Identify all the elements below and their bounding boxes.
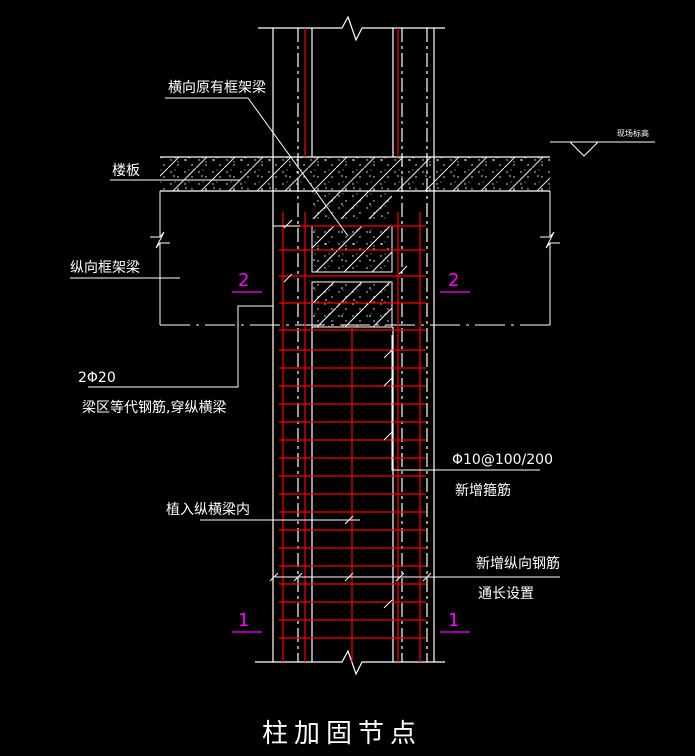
label-stirrup-spec: Φ10@100/200 <box>452 452 553 468</box>
section-mark-lower-left: 1 <box>238 610 249 631</box>
label-transverse-beam: 横向原有框架梁 <box>168 80 266 96</box>
label-long-bar-line2: 通长设置 <box>478 586 534 602</box>
label-floor-slab: 楼板 <box>112 163 140 179</box>
section-mark-lower-right: 1 <box>448 610 459 631</box>
section-mark-upper-right: 2 <box>448 270 459 291</box>
elevation-mark <box>550 141 655 157</box>
tick-marks <box>269 219 432 609</box>
new-longitudinal-rebar <box>282 28 421 662</box>
column-outline <box>272 28 435 662</box>
label-elevation: 现场标高 <box>617 128 649 138</box>
floor-slab <box>160 156 550 192</box>
break-lines <box>255 15 445 676</box>
label-rebar-desc: 梁区等代钢筋,穿纵横梁 <box>82 399 226 416</box>
leader-lines <box>70 97 560 578</box>
label-longitudinal-beam: 纵向框架梁 <box>70 260 140 276</box>
section-mark-upper-left: 2 <box>238 270 249 291</box>
section-marks <box>232 291 470 633</box>
label-stirrup-desc: 新增箍筋 <box>455 482 511 499</box>
label-rebar-spec: 2Φ20 <box>78 370 116 386</box>
transverse-beam-blocks <box>311 191 393 328</box>
label-long-bar-line1: 新增纵向钢筋 <box>476 555 560 572</box>
label-plant-note: 植入纵横梁内 <box>166 502 250 518</box>
new-stirrups <box>279 225 426 639</box>
drawing-title: 柱加固节点 <box>262 719 422 749</box>
